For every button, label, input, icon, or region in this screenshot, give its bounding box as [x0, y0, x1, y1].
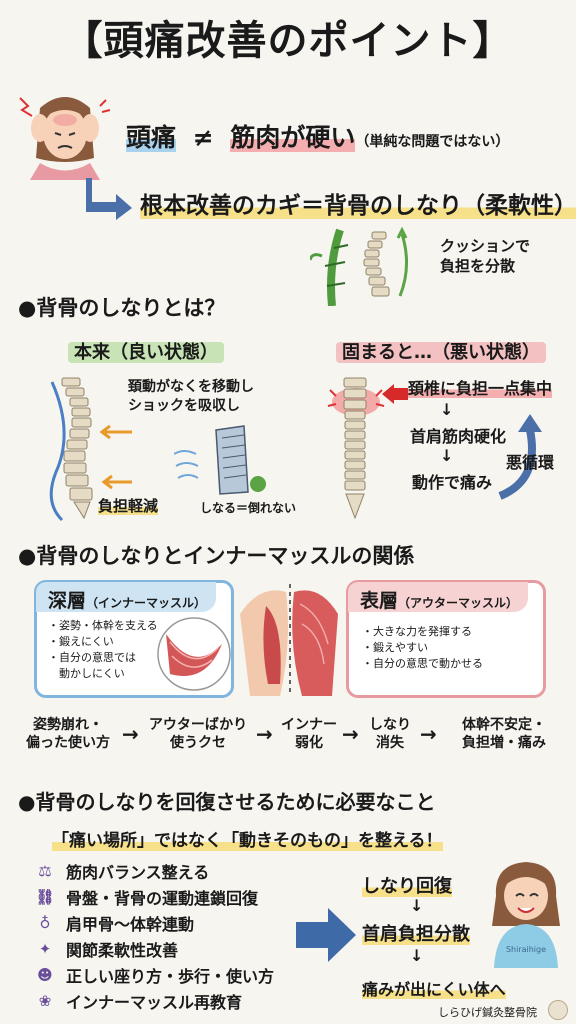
- joint-icon: ✦: [38, 940, 52, 958]
- cushion-text: クッションで 負担を分散: [440, 237, 531, 276]
- section-inner-muscle-heading: ●背骨のしなりとインナーマッスルの関係: [18, 544, 415, 568]
- badge-text: Shiraihige: [506, 945, 546, 954]
- big-right-arrow-icon: [296, 908, 356, 962]
- section-spine-flex-heading: ●背骨のしなりとは？: [18, 296, 226, 320]
- flow-arrow: →: [122, 722, 139, 746]
- result-flex-recovery: しなり回復: [362, 876, 452, 897]
- surface-layer-list: ・大きな力を発揮する ・鍛えやすい ・自分の意思で動かせる: [362, 624, 532, 672]
- surface-item: ・大きな力を発揮する: [362, 625, 472, 638]
- scale-icon: ⚖: [38, 862, 52, 880]
- flow-step-1: 姿勢崩れ・ 偏った使い方: [26, 717, 110, 752]
- turn-arrow-icon: [86, 178, 132, 220]
- flow-arrow: →: [342, 722, 359, 746]
- recovery-item: ☻正しい座り方・歩行・使い方: [34, 962, 294, 988]
- headache-equation: 頭痛 ≠ 筋肉が硬い（単純な問題ではない）: [126, 118, 509, 154]
- page-title: 【頭痛改善のポイント】: [62, 18, 514, 64]
- shoulder-muscle-illustration: [240, 584, 338, 696]
- flow-step-2: アウターばかり 使うクセ: [148, 717, 248, 752]
- people-icon: ☻: [37, 966, 53, 984]
- vicious-cycle-label: 悪循環: [506, 453, 555, 472]
- flow-step-5: 体幹不安定・ 負担増・痛み: [462, 717, 546, 752]
- surface-layer-header: [348, 582, 528, 612]
- clinic-logo-icon: [548, 1000, 568, 1020]
- bad-state-label: 固まると…（悪い状態）: [336, 338, 546, 364]
- result-load-disperse: 首肩負担分散: [362, 924, 470, 945]
- red-arrow-icon: [382, 384, 408, 404]
- headache-woman-illustration: [19, 97, 111, 180]
- bamboo-spine-illustration: [310, 226, 409, 306]
- deep-item: ・自分の意思では 動かしにくい: [48, 650, 136, 680]
- recovery-item: ❀インナーマッスル再教育: [34, 988, 294, 1014]
- surface-item: ・自分の意思で動かせる: [362, 656, 483, 670]
- flow-step-3: インナー 弱化: [281, 717, 337, 752]
- down-arrow-1: ↓: [440, 400, 454, 419]
- down-arrow-4: ↓: [410, 946, 424, 965]
- section-recovery-heading: ●背骨のしなりを回復させるために必要なこと: [18, 790, 436, 814]
- motion-pain-text: 動作で痛み: [412, 473, 493, 492]
- down-arrow-2: ↓: [440, 446, 454, 465]
- smiling-woman-illustration: Shiraihige: [492, 862, 560, 968]
- recovery-item: ♁肩甲骨〜体幹連動: [34, 910, 294, 936]
- chain-icon: ⛓: [35, 888, 55, 906]
- deep-item: ・鍛えにくい: [48, 634, 114, 648]
- cervical-load-text: 頚椎に負担一点集中: [408, 379, 553, 398]
- neck-shoulder-stiff-text: 首肩筋肉硬化: [410, 427, 507, 446]
- brain-icon: ❀: [38, 992, 52, 1010]
- flow-arrow: →: [256, 722, 273, 746]
- clinic-name: しらひげ鍼灸整骨院: [438, 1006, 537, 1019]
- good-state-label: 本来（良い状態）: [68, 338, 224, 364]
- root-key-text: 根本改善のカギ＝背骨のしなり（柔軟性）: [140, 193, 576, 219]
- flexible-building-icon: [174, 425, 266, 495]
- result-pain-free-body: 痛みが出にくい体へ: [362, 980, 506, 999]
- surface-item: ・鍛えやすい: [362, 640, 428, 654]
- not-equal-sign: ≠: [192, 123, 214, 152]
- recovery-item-list: ⚖筋肉バランス整える ⛓骨盤・背骨の運動連鎖回復 ♁肩甲骨〜体幹連動 ✦関節柔軟…: [34, 858, 294, 1014]
- simple-problem-note: （単純な問題ではない）: [355, 134, 510, 150]
- vicious-cycle-arrow-icon: [498, 414, 542, 500]
- recovery-item: ✦関節柔軟性改善: [34, 936, 294, 962]
- deep-layer-title: 深層（インナーマッスル）: [48, 590, 207, 612]
- stiff-muscle-text: 筋肉が硬い: [230, 123, 356, 152]
- building-caption: しなる＝倒れない: [200, 501, 297, 515]
- recovery-item: ⛓骨盤・背骨の運動連鎖回復: [35, 888, 259, 908]
- deep-layer-list: ・姿勢・体幹を支える ・鍛えにくい ・自分の意思では 動かしにくい: [48, 618, 188, 682]
- stiff-spine-illustration: [327, 377, 385, 520]
- recovery-item: ⚖筋肉バランス整える: [34, 858, 294, 884]
- section-recovery-subtitle: 「痛い場所」ではなく「動きそのもの」を整える！: [52, 831, 443, 851]
- deep-item: ・姿勢・体幹を支える: [48, 619, 158, 632]
- flow-arrow: →: [420, 722, 437, 746]
- flow-step-4: しなり 消失: [369, 717, 411, 752]
- reduce-load-label: 負担軽減: [98, 497, 159, 515]
- shoulder-icon: ♁: [39, 914, 51, 932]
- good-state-description: 頚動がなくを移動し ショックを吸収し: [128, 379, 254, 414]
- deep-muscle-illustration: [157, 617, 231, 691]
- healthy-spine-illustration: [49, 377, 132, 522]
- surface-layer-title: 表層（アウターマッスル）: [360, 590, 519, 612]
- deep-layer-header: [36, 582, 216, 612]
- headache-text: 頭痛: [126, 123, 177, 152]
- down-arrow-3: ↓: [410, 896, 424, 915]
